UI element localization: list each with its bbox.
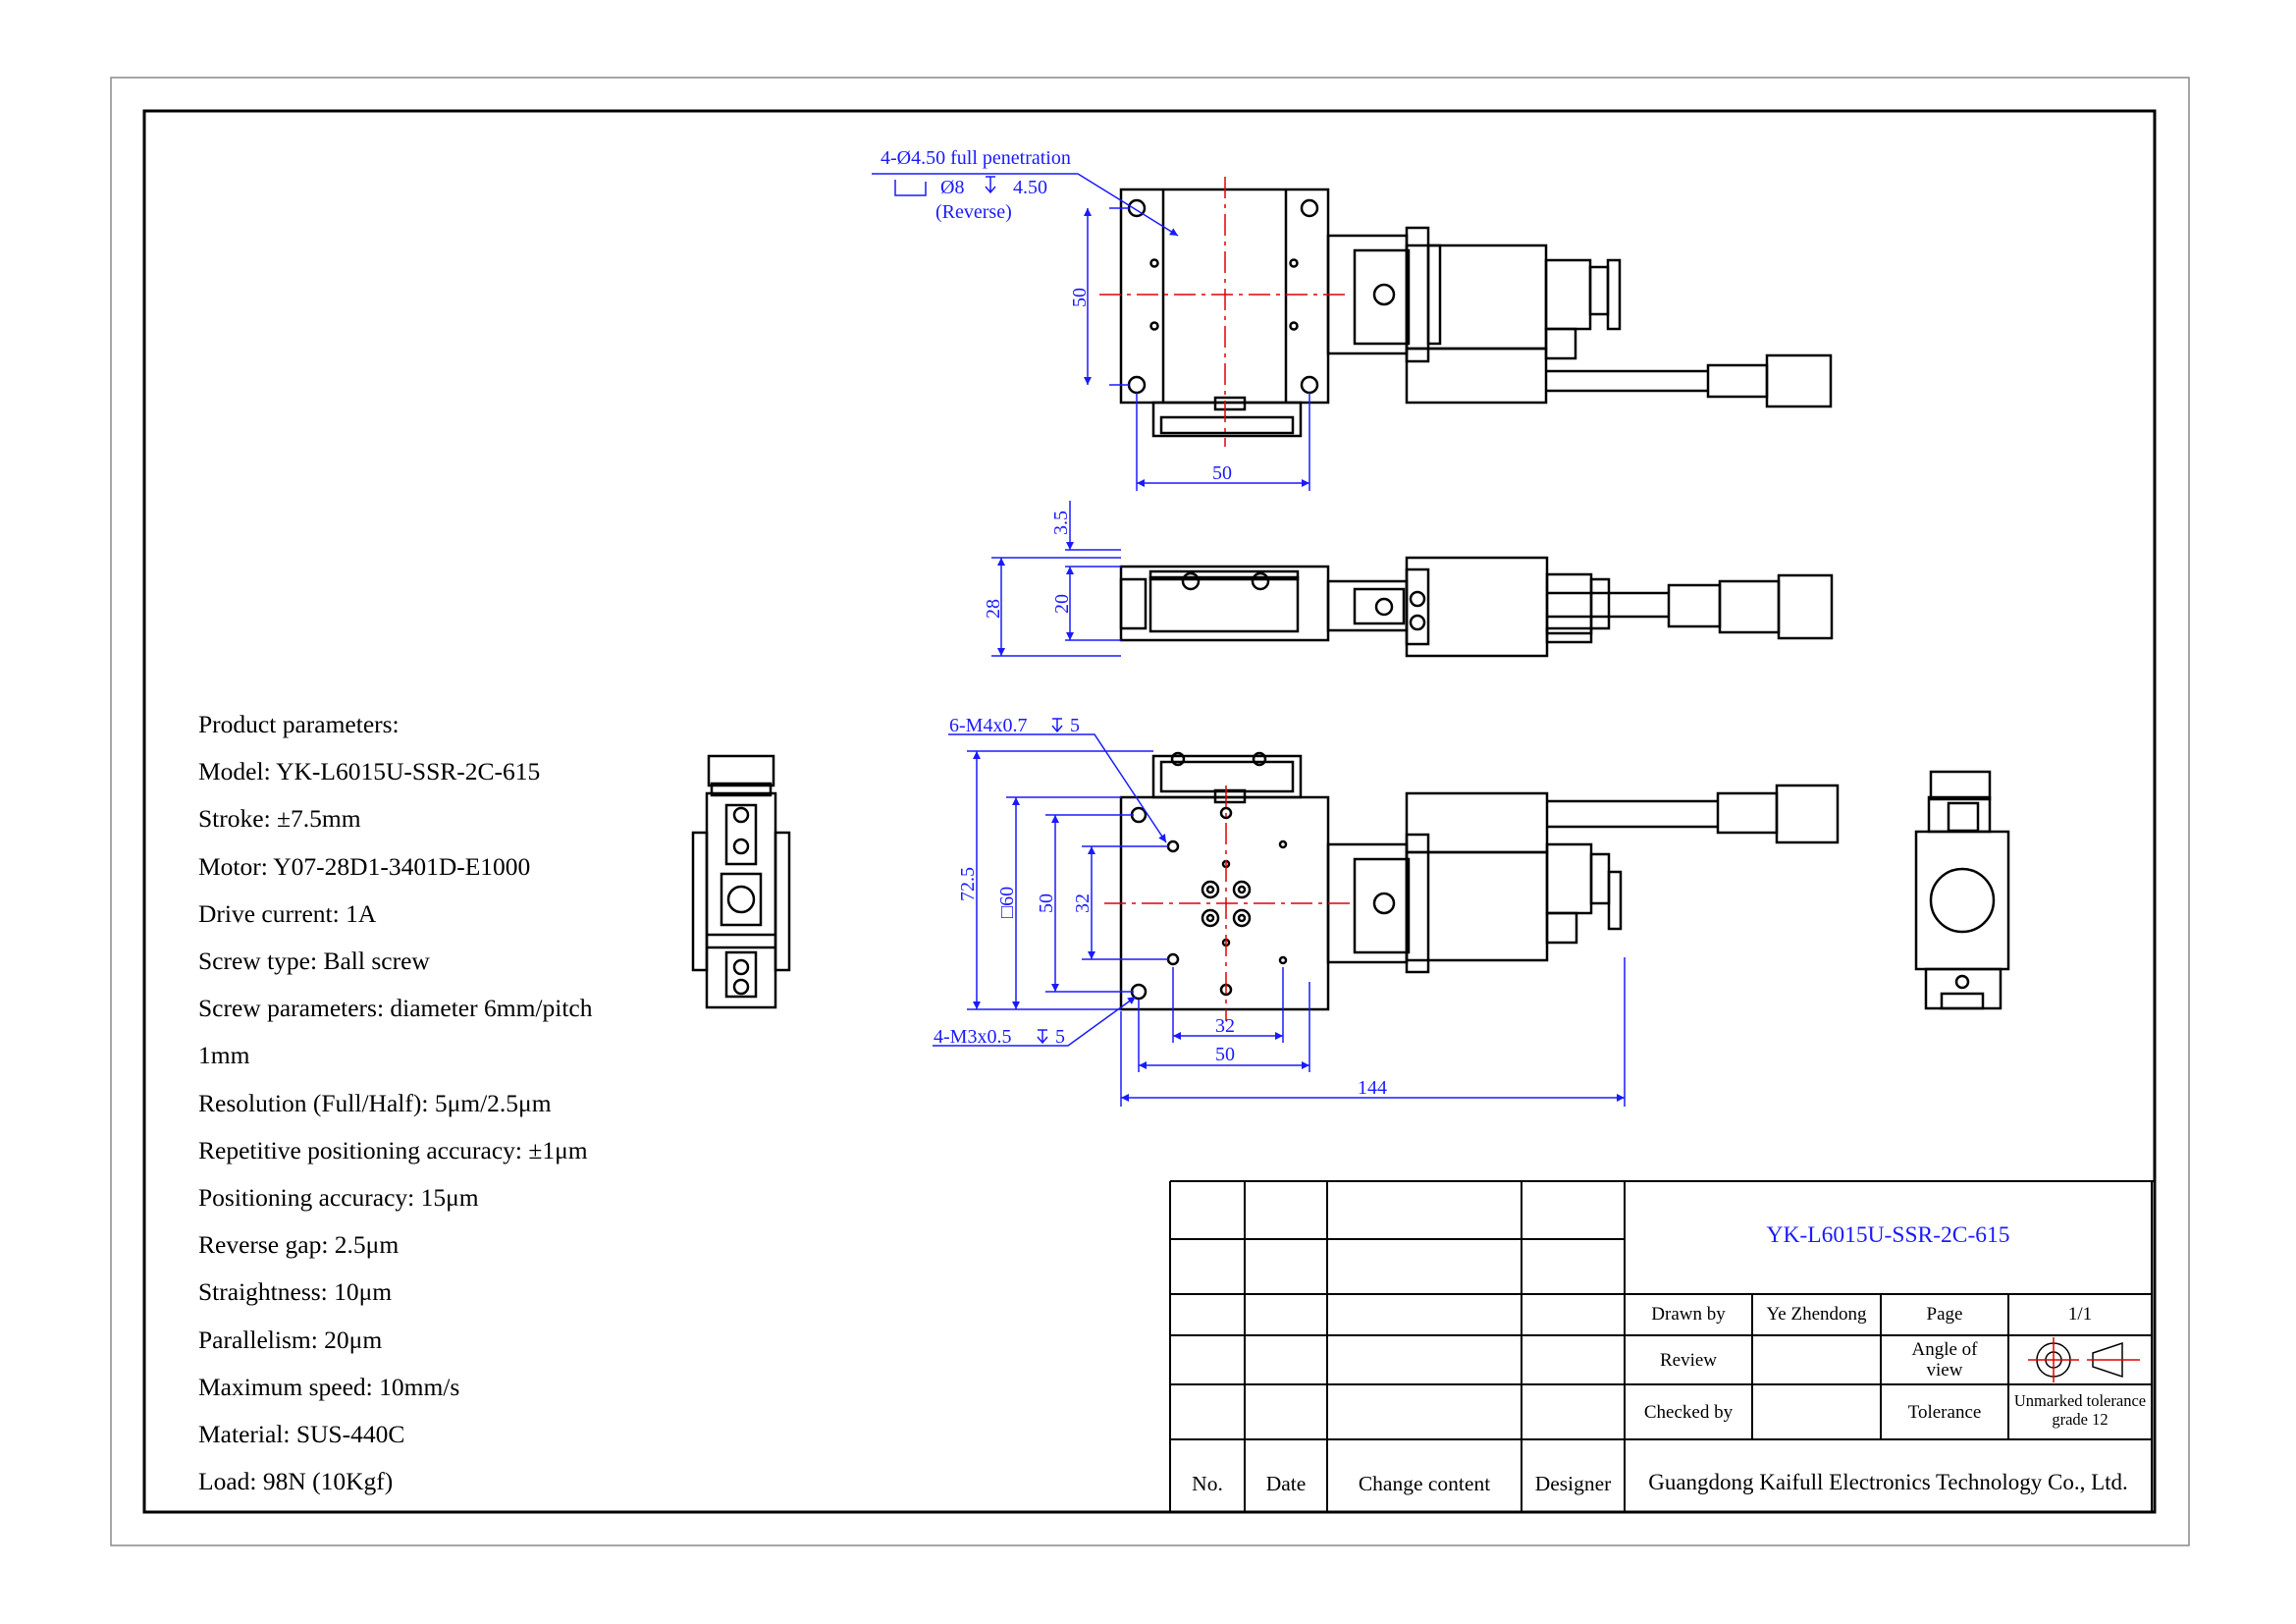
page-value: 1/1 <box>2067 1304 2093 1325</box>
param-line: Resolution (Full/Half): 5μm/2.5μm <box>198 1088 552 1117</box>
left-end-view <box>691 754 791 1009</box>
drawing-title: YK-L6015U-SSR-2C-615 <box>1766 1222 2010 1248</box>
param-line: Material: SUS-440C <box>198 1420 405 1449</box>
col-designer: Designer <box>1534 1472 1612 1495</box>
front-view-centerlines <box>1104 785 1350 1021</box>
param-line: Positioning accuracy: 15μm <box>198 1183 479 1213</box>
param-line: Repetitive positioning accuracy: ±1μm <box>198 1135 588 1164</box>
page-label: Page <box>1926 1304 1963 1325</box>
dim-60: □60 <box>996 887 1018 918</box>
dim-72-5: 72.5 <box>957 867 979 901</box>
param-line: Screw type: Ball screw <box>198 947 430 976</box>
top-hole-cbore: Ø8 <box>940 177 964 198</box>
tolerance-label: Tolerance <box>1907 1402 1982 1423</box>
note-m4: 6-M4x0.7 <box>949 715 1027 736</box>
review-label: Review <box>1659 1350 1718 1371</box>
param-line: Parallelism: 20μm <box>198 1325 383 1354</box>
note-m3: 4-M3x0.5 <box>934 1026 1011 1048</box>
col-date: Date <box>1265 1472 1307 1495</box>
dim-144: 144 <box>1358 1077 1387 1099</box>
param-line: Stroke: ±7.5mm <box>198 804 361 834</box>
drawn-by-label: Drawn by <box>1651 1304 1726 1325</box>
param-line: Reverse gap: 2.5μm <box>198 1230 400 1260</box>
company-name: Guangdong Kaifull Electronics Technology… <box>1648 1470 2128 1494</box>
top-view-dimensions <box>872 173 1310 491</box>
m4-depth-icon <box>1037 718 1063 1045</box>
title-block <box>1169 1180 2155 1512</box>
dim-32-v: 32 <box>1072 893 1094 913</box>
drawn-by-value: Ye Zhendong <box>1766 1304 1867 1325</box>
params-heading: Product parameters: <box>198 710 400 738</box>
param-line: Screw parameters: diameter 6mm/pitch <box>198 994 593 1023</box>
col-change: Change content <box>1358 1472 1491 1495</box>
dim-side-20: 20 <box>1051 594 1073 614</box>
front-view-dimensions <box>933 733 1626 1107</box>
inner-border <box>142 109 2157 1514</box>
param-line: Motor: Y07-28D1-3401D-E1000 <box>198 851 531 881</box>
top-view-centerlines <box>1099 177 1350 447</box>
checked-by-label: Checked by <box>1643 1402 1734 1423</box>
param-line: Drive current: 1A <box>198 898 377 928</box>
front-view <box>1119 751 1840 1011</box>
angle-label: Angle of view <box>1911 1339 1978 1380</box>
param-line: 1mm <box>198 1041 250 1070</box>
top-view <box>1119 188 1833 438</box>
dim-top-width: 50 <box>1212 462 1232 484</box>
product-parameters: Product parameters: Model: YK-L6015U-SSR… <box>198 701 689 1505</box>
top-hole-depth: 4.50 <box>1013 177 1047 198</box>
dim-50-v: 50 <box>1036 893 1057 913</box>
outer-border <box>110 77 2190 1546</box>
dim-50-h: 50 <box>1215 1044 1235 1065</box>
note-m3-depth: 5 <box>1055 1026 1065 1048</box>
param-line: Load: 98N (10Kgf) <box>198 1467 394 1496</box>
side-view-dimensions <box>991 501 1121 657</box>
dim-top-height: 50 <box>1069 288 1091 307</box>
dim-side-28: 28 <box>983 599 1004 619</box>
side-view <box>1119 556 1834 658</box>
top-hole-reverse: (Reverse) <box>935 201 1012 223</box>
note-m4-depth: 5 <box>1070 715 1080 736</box>
dim-side-35: 3.5 <box>1050 511 1072 535</box>
param-line: Straightness: 10μm <box>198 1277 393 1307</box>
right-end-view <box>1914 770 2010 1010</box>
top-hole-note: 4-Ø4.50 full penetration <box>881 147 1071 169</box>
angle-of-view-icon <box>2028 1337 2140 1382</box>
tolerance-value: Unmarked tolerance grade 12 <box>2013 1391 2147 1429</box>
dim-32-h: 32 <box>1215 1015 1235 1037</box>
param-line: Maximum speed: 10mm/s <box>198 1372 460 1401</box>
col-no: No. <box>1192 1472 1223 1495</box>
param-line: Model: YK-L6015U-SSR-2C-615 <box>198 757 541 786</box>
depth-icon <box>985 176 996 194</box>
